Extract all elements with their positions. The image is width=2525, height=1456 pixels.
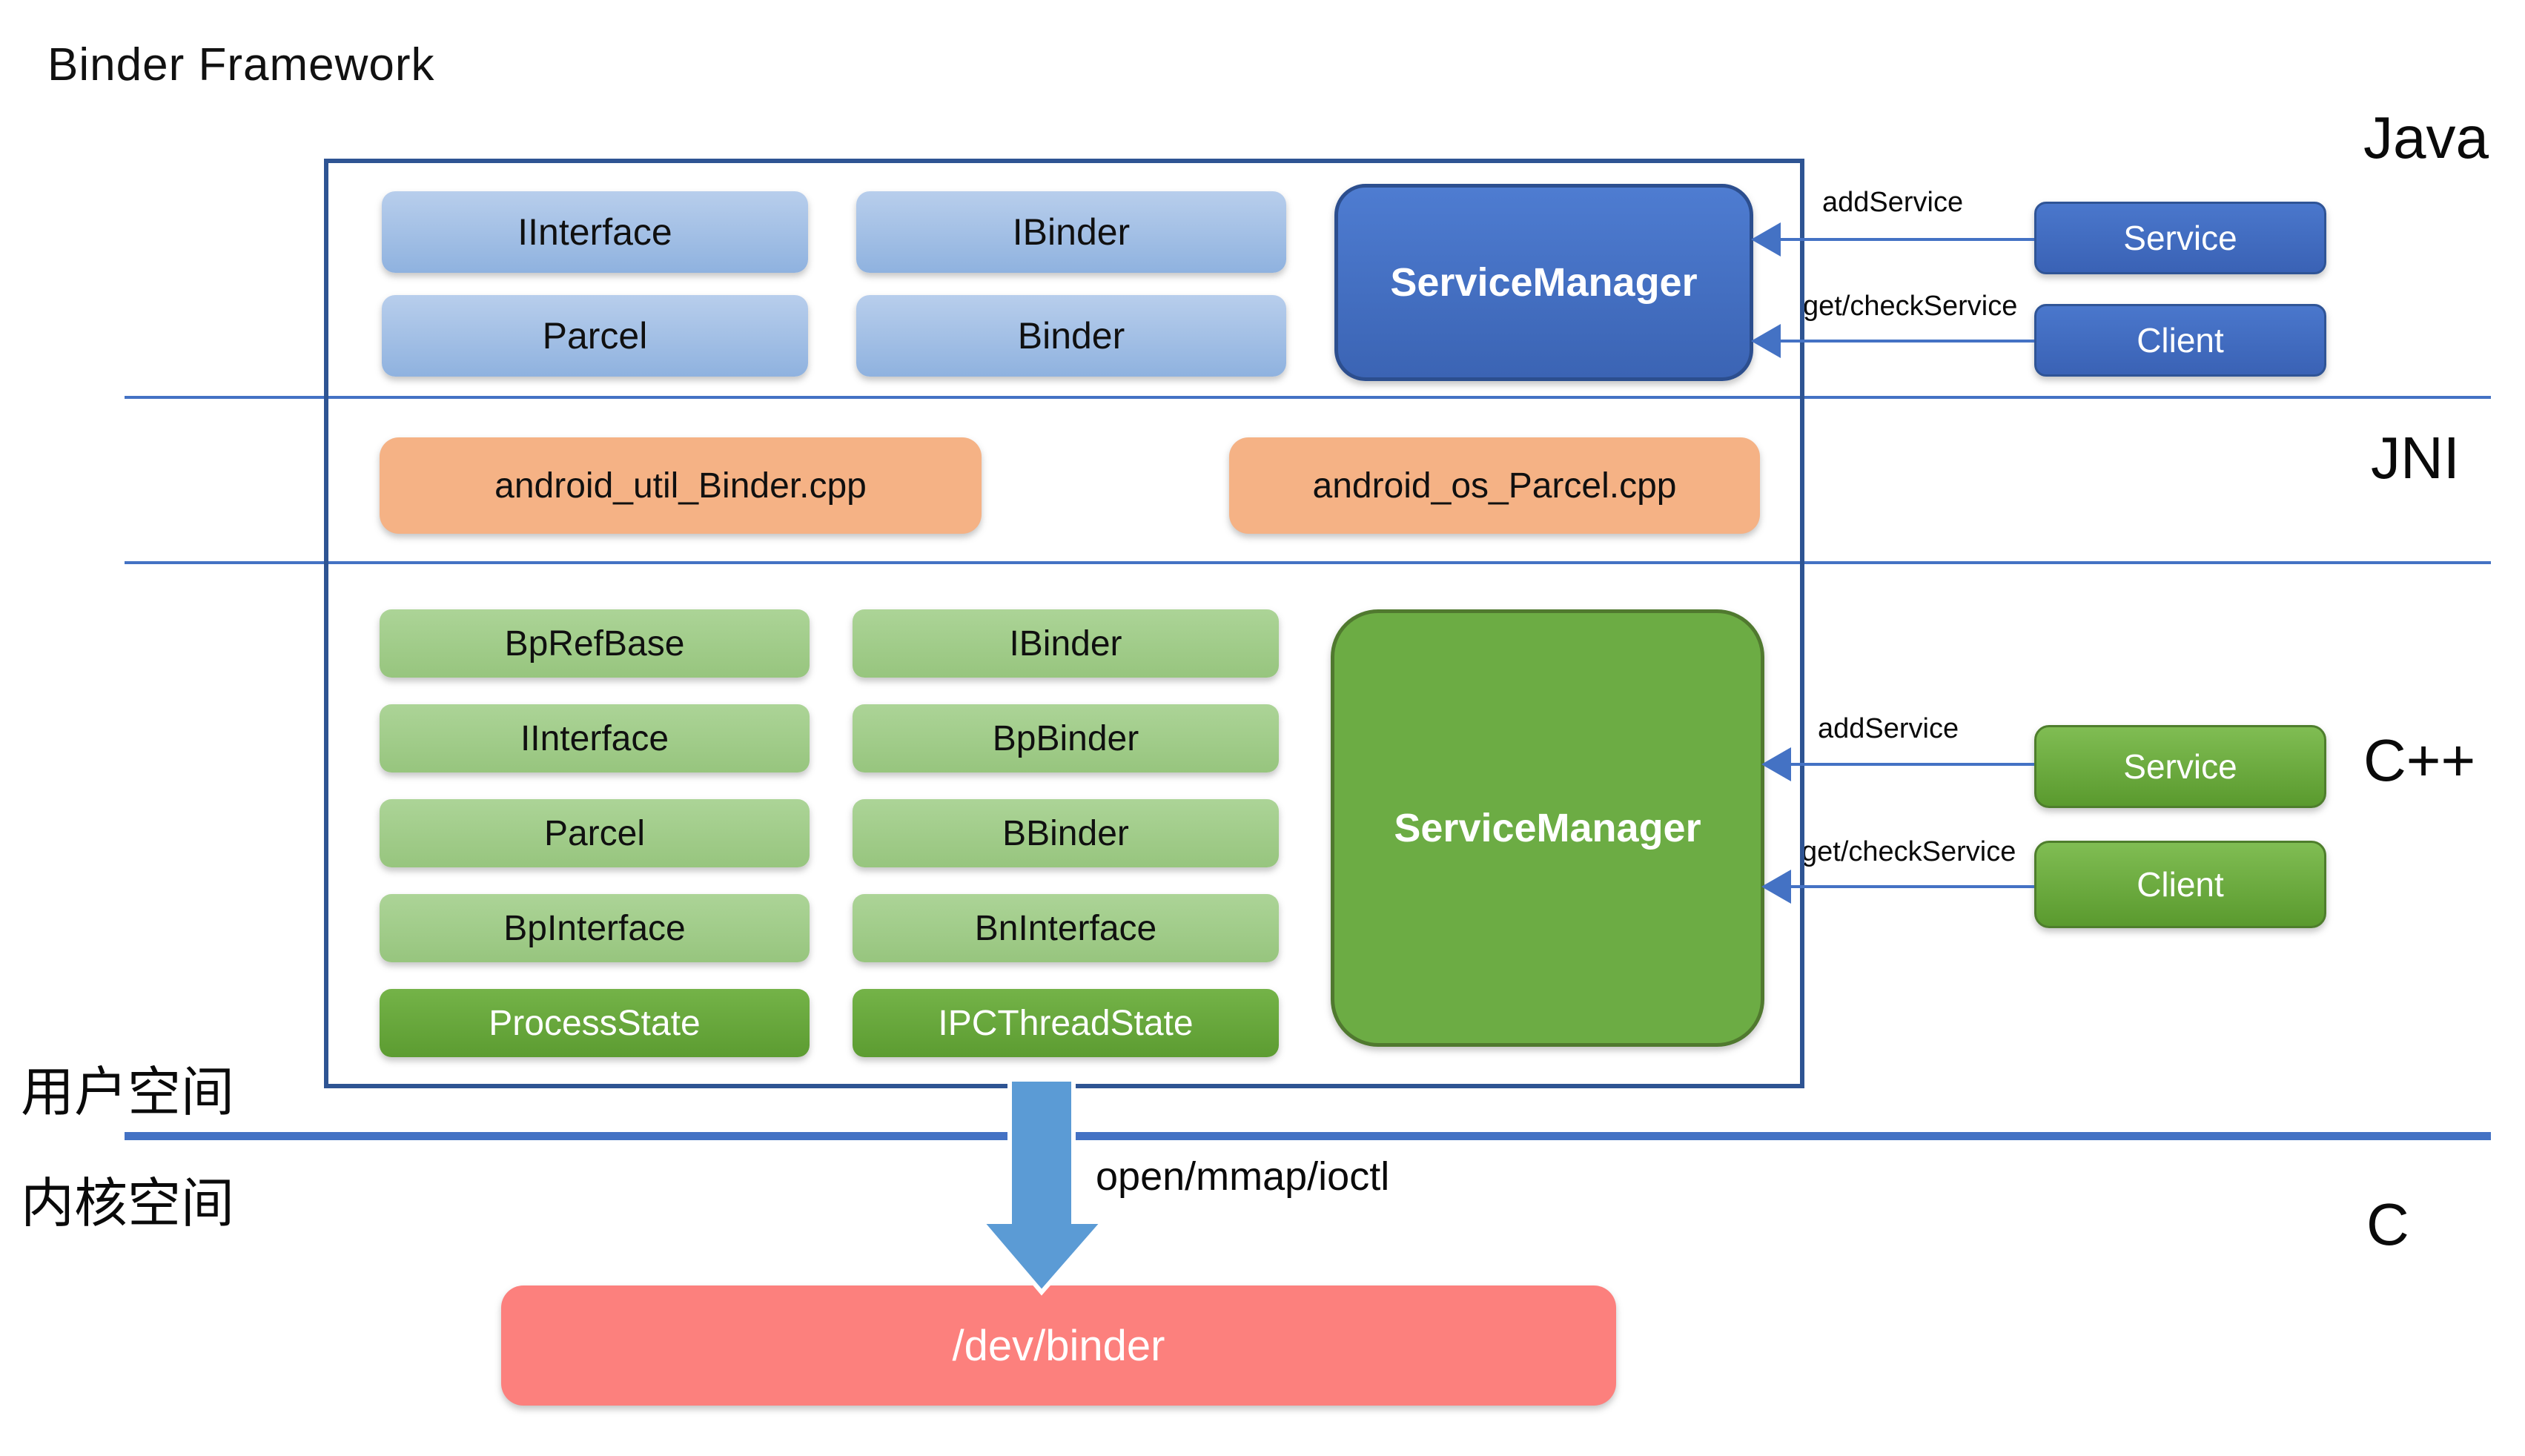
cpp-ipcthreadstate-box: IPCThreadState [853, 989, 1279, 1057]
cpp-class-ibinder-label: IBinder [1009, 623, 1122, 664]
separator-java-jni [125, 396, 2491, 399]
java-addservice-line [1781, 238, 2034, 241]
cpp-class-bprefbase: BpRefBase [380, 609, 810, 678]
cpp-class-bpbinder: BpBinder [853, 704, 1279, 772]
cpp-class-iinterface: IInterface [380, 704, 810, 772]
cpp-service-manager: ServiceManager [1331, 609, 1764, 1047]
java-addservice-arrowhead-icon [1751, 222, 1781, 257]
java-class-iinterface-label: IInterface [517, 211, 672, 253]
cpp-class-iinterface-label: IInterface [520, 718, 669, 758]
layer-label-c: C [2366, 1191, 2409, 1257]
kernel-space-label: 内核空间 [21, 1174, 235, 1234]
cpp-service-box: Service [2034, 725, 2326, 808]
java-client-box: Client [2034, 304, 2326, 377]
java-service-label: Service [2123, 219, 2237, 257]
cpp-class-bninterface-label: BnInterface [974, 908, 1157, 948]
cpp-class-ibinder: IBinder [853, 609, 1279, 678]
java-class-binder-label: Binder [1017, 315, 1125, 357]
cpp-getservice-line [1791, 885, 2034, 888]
cpp-addservice-arrowhead-icon [1761, 747, 1791, 781]
java-addservice-label: addService [1822, 187, 1964, 218]
java-class-iinterface: IInterface [382, 191, 808, 273]
user-space-label: 用户空间 [21, 1063, 235, 1122]
java-class-ibinder: IBinder [856, 191, 1286, 273]
jni-os-parcel-box: android_os_Parcel.cpp [1229, 437, 1760, 534]
cpp-processstate-box: ProcessState [380, 989, 810, 1057]
page-title: Binder Framework [47, 39, 435, 90]
layer-label-jni: JNI [2371, 425, 2460, 491]
cpp-ipcthreadstate-label: IPCThreadState [938, 1003, 1194, 1043]
java-service-manager-label: ServiceManager [1390, 260, 1698, 305]
separator-jni-cpp [125, 561, 2491, 564]
java-getservice-label: get/checkService [1803, 291, 2018, 322]
java-client-label: Client [2137, 321, 2224, 360]
cpp-client-box: Client [2034, 841, 2326, 928]
cpp-class-bbinder: BBinder [853, 799, 1279, 867]
cpp-client-label: Client [2137, 865, 2224, 904]
cpp-processstate-label: ProcessState [489, 1003, 701, 1043]
layer-label-cpp: C++ [2363, 727, 2476, 793]
separator-user-kernel-space [125, 1132, 2491, 1140]
java-service-box: Service [2034, 202, 2326, 274]
cpp-getservice-arrowhead-icon [1761, 870, 1791, 904]
cpp-class-bpinterface: BpInterface [380, 894, 810, 962]
jni-util-binder-label: android_util_Binder.cpp [494, 466, 867, 506]
down-arrow-icon [976, 1079, 1108, 1296]
java-class-parcel-label: Parcel [542, 315, 648, 357]
cpp-class-bbinder-label: BBinder [1002, 813, 1129, 853]
cpp-class-bprefbase-label: BpRefBase [504, 623, 685, 664]
java-class-binder: Binder [856, 295, 1286, 377]
cpp-addservice-label: addService [1818, 713, 1959, 744]
cpp-class-parcel: Parcel [380, 799, 810, 867]
cpp-getservice-label: get/checkService [1801, 836, 2016, 867]
cpp-class-bninterface: BnInterface [853, 894, 1279, 962]
java-class-ibinder-label: IBinder [1012, 211, 1131, 253]
dev-binder-label: /dev/binder [952, 1321, 1165, 1370]
jni-os-parcel-label: android_os_Parcel.cpp [1312, 466, 1677, 506]
java-class-parcel: Parcel [382, 295, 808, 377]
java-getservice-arrowhead-icon [1751, 324, 1781, 358]
jni-util-binder-box: android_util_Binder.cpp [380, 437, 982, 534]
java-service-manager: ServiceManager [1334, 184, 1753, 381]
dev-binder-box: /dev/binder [501, 1285, 1616, 1406]
cpp-class-bpbinder-label: BpBinder [992, 718, 1139, 758]
syscalls-label: open/mmap/ioctl [1096, 1154, 1390, 1199]
cpp-service-label: Service [2123, 747, 2237, 786]
cpp-class-parcel-label: Parcel [543, 813, 646, 853]
java-getservice-line [1781, 340, 2034, 343]
cpp-class-bpinterface-label: BpInterface [503, 908, 686, 948]
cpp-addservice-line [1791, 763, 2034, 766]
cpp-service-manager-label: ServiceManager [1394, 806, 1701, 850]
layer-label-java: Java [2363, 105, 2489, 171]
